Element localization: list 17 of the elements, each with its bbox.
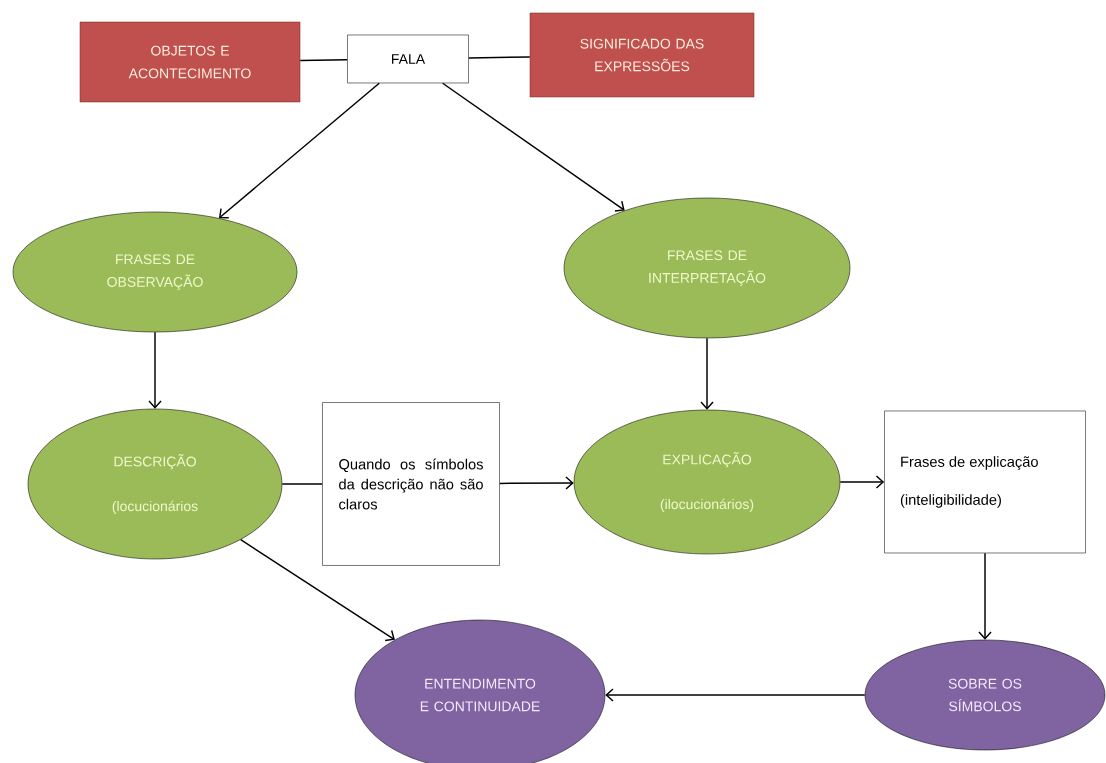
connector-line [299, 59, 348, 62]
label-box: OBJETOS E ACONTECIMENTO [79, 21, 301, 103]
arrow [218, 82, 380, 219]
note-box: Frases de explicação (inteligibilidade) [884, 410, 1086, 554]
label-box: SIGNIFICADO DAS EXPRESSÕES [529, 12, 755, 98]
connector-line [468, 56, 531, 59]
connector-line [281, 483, 323, 485]
arrow [605, 688, 866, 702]
arrow [839, 475, 885, 489]
arrow [239, 538, 395, 642]
arrow [700, 337, 714, 410]
arrow [441, 82, 625, 212]
note-box: Quando os símbolos da descrição não são claros [322, 402, 500, 566]
arrow [499, 476, 574, 490]
process-box: FALA [347, 34, 469, 84]
arrow [978, 552, 992, 640]
arrow [148, 331, 162, 409]
